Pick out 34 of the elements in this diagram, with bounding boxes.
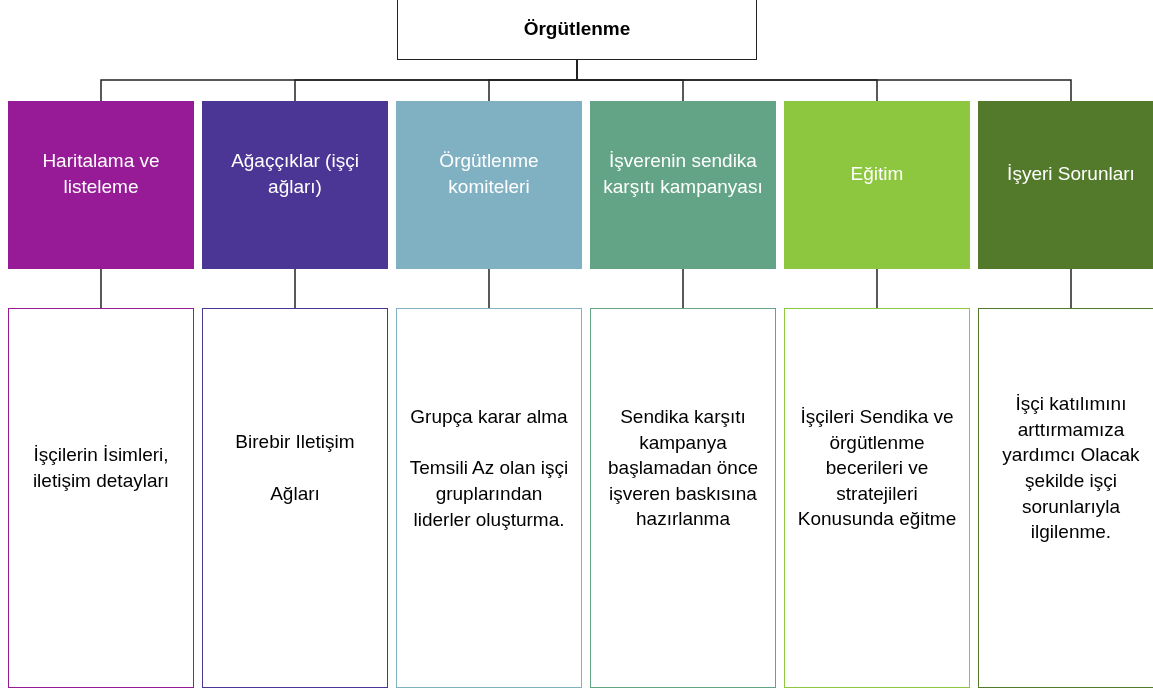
category-box bbox=[8, 101, 194, 269]
node-text: Haritalama ve listeleme bbox=[41, 149, 161, 199]
node-text: Örgütlenme bbox=[523, 17, 631, 42]
category-box bbox=[784, 101, 970, 269]
connector-line bbox=[294, 268, 296, 309]
connector-line bbox=[100, 268, 102, 309]
node-text: İşçileri Sendika ve örgütlenme becerileri ve stratejileri Konusunda eğitme bbox=[796, 404, 958, 532]
description-box bbox=[396, 308, 582, 688]
root-box bbox=[397, 0, 757, 60]
connector-line bbox=[682, 268, 684, 309]
node-text: Sendika karşıtı kampanya başlamadan önce işveren baskısına hazırlanma bbox=[607, 404, 759, 532]
node-text: Temsili Az olan işçi gruplarından liderler oluşturma. bbox=[408, 456, 570, 532]
node-text: İşverenin sendika karşıtı kampanyası bbox=[602, 149, 764, 199]
node-text: İşyeri Sorunları bbox=[1007, 162, 1135, 187]
description-box bbox=[8, 308, 194, 688]
description-box bbox=[590, 308, 776, 688]
node-text: Grupça karar alma bbox=[410, 404, 568, 429]
node-text: Ağaççıklar (işçi ağları) bbox=[230, 149, 360, 199]
description-box bbox=[978, 308, 1153, 688]
category-box bbox=[202, 101, 388, 269]
node-text: İşçi katılımını arttırmamıza yardımcı Olacak şekilde işçi sorunlarıyla ilgilenme. bbox=[1001, 392, 1141, 545]
connector-line bbox=[1070, 268, 1072, 309]
connector-line bbox=[488, 268, 490, 309]
node-text: Örgütlenme komiteleri bbox=[438, 149, 540, 199]
category-box bbox=[396, 101, 582, 269]
connector-line bbox=[876, 268, 878, 309]
category-box bbox=[590, 101, 776, 269]
description-box bbox=[784, 308, 970, 688]
description-box bbox=[202, 308, 388, 688]
node-text: Birebir Iletişim bbox=[235, 430, 355, 455]
node-text: Eğitim bbox=[850, 162, 904, 187]
node-text: Ağları bbox=[270, 482, 320, 506]
node-text: İşçilerin İsimleri, iletişim detayları bbox=[31, 443, 171, 493]
category-box bbox=[978, 101, 1153, 269]
